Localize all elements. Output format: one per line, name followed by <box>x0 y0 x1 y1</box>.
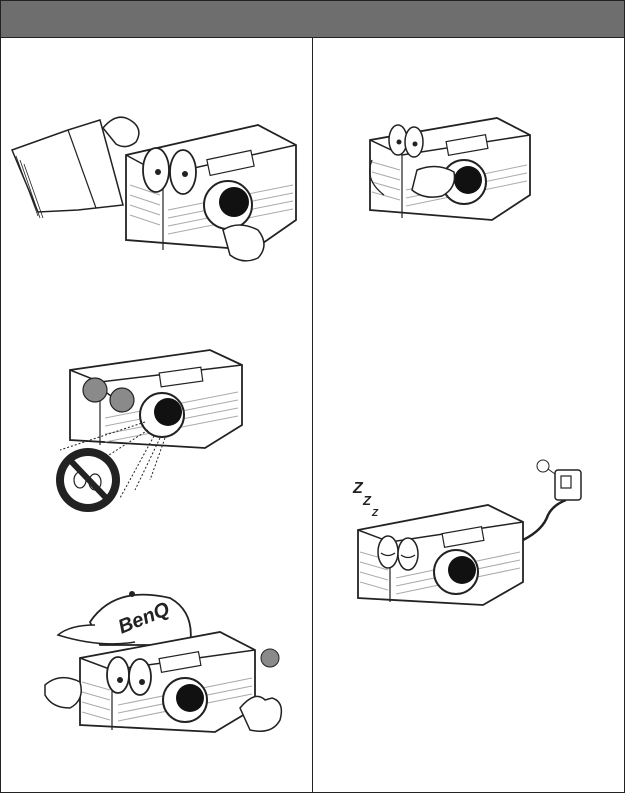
sleep-z-icon: Z <box>362 493 372 508</box>
column-divider <box>312 38 313 793</box>
header-bar <box>0 0 625 38</box>
sleep-z-icon: Z <box>371 508 379 519</box>
projector-no-looking-into-lens-icon <box>50 340 250 525</box>
projector-sleeping-with-power-adapter-icon: Z Z Z <box>348 460 598 605</box>
projector-hand-over-lens-icon <box>362 100 542 220</box>
projector-wearing-cap-icon: BenQ <box>40 590 290 740</box>
projector-reading-manual-icon <box>8 100 308 270</box>
